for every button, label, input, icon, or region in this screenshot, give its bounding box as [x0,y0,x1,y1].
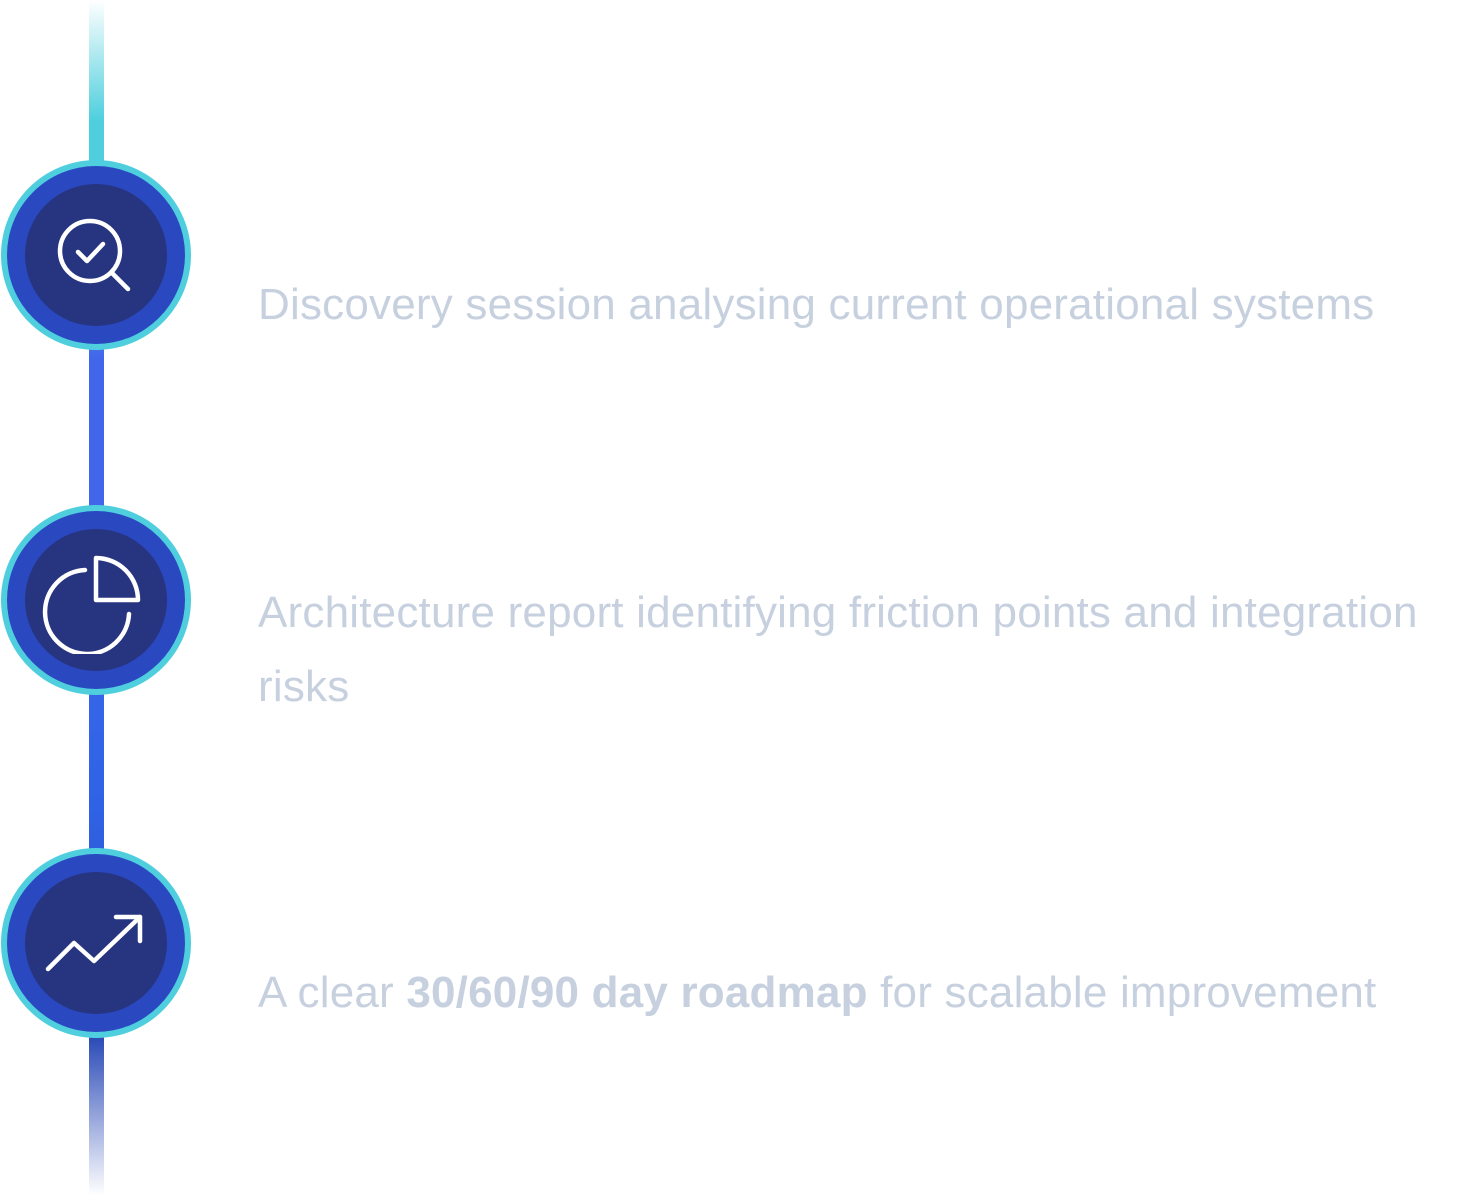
step-1-description: Discovery session analysing current oper… [258,280,1375,329]
step-2-description: Architecture report identifying friction… [258,588,1418,711]
step-1-badge [1,160,191,350]
step-2-badge-ring [7,511,185,689]
step-3-badge-ring [7,854,185,1032]
step-1-badge-ring [7,166,185,344]
step-2-badge-core [25,529,167,671]
trend-up-icon [45,914,143,972]
pie-chart-icon [42,555,141,654]
step-3-description: A clear 30/60/90 day roadmap for scalabl… [258,956,1468,1030]
step-3-badge [1,848,191,1038]
step-3-description-pre: A clear [258,968,407,1017]
step-3-description-bold: 30/60/90 day roadmap [406,968,868,1017]
step-2-badge [1,505,191,695]
step-1-badge-core [25,184,167,326]
step-3-badge-core [25,872,167,1014]
step-3-description-post: for scalable improvement [867,968,1377,1017]
search-check-icon [57,218,131,292]
